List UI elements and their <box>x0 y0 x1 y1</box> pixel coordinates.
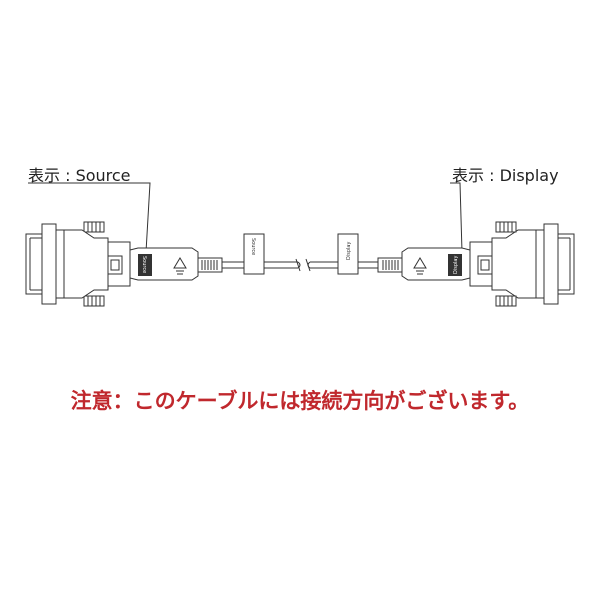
left-plug-text: Source <box>141 256 147 273</box>
caution-text: 注意：このケーブルには接続方向がございます。 <box>70 389 530 413</box>
source-label: 表示 : Source <box>28 166 131 185</box>
left-plug-label-bg <box>138 254 152 276</box>
display-leader-line <box>450 182 463 253</box>
source-leader-line <box>28 182 151 253</box>
left-tag-text: Source <box>250 238 256 255</box>
right-plug-text: Display <box>453 256 459 274</box>
right-tag-text: Display <box>346 242 352 260</box>
right-dvi-connector <box>469 221 575 307</box>
right-plug-label-bg <box>448 254 462 276</box>
left-cable-tag <box>243 233 265 275</box>
display-label: 表示 : Display <box>452 166 559 185</box>
left-dvi-connector <box>25 221 131 307</box>
right-cable-tag <box>337 233 359 275</box>
